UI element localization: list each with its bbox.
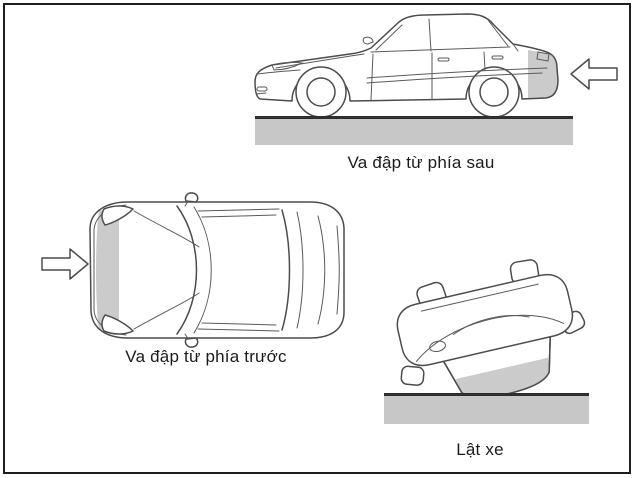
ground-strip bbox=[255, 116, 573, 145]
ground-strip bbox=[384, 393, 589, 424]
caption-rear-impact: Va đập từ phía sau bbox=[347, 153, 495, 172]
sedan-side-view-illustration bbox=[254, 13, 559, 118]
front-impact-shade bbox=[96, 210, 119, 330]
sedan-top-view-illustration bbox=[89, 192, 345, 348]
caption-rollover: Lật xe bbox=[456, 440, 504, 459]
arrow-left-icon bbox=[570, 58, 618, 90]
arrow-right-icon bbox=[41, 248, 89, 280]
page-border-frame bbox=[3, 3, 631, 474]
rear-impact-shade bbox=[528, 50, 558, 99]
scene-rear-impact: Va đập từ phía sau bbox=[250, 6, 622, 178]
scene-rollover: Lật xe bbox=[383, 258, 593, 470]
caption-front-impact: Va đập từ phía trước bbox=[125, 347, 287, 366]
scene-front-impact: Va đập từ phía trước bbox=[28, 192, 384, 377]
overturned-car-illustration bbox=[396, 259, 586, 399]
roof-contact-shade bbox=[455, 357, 550, 398]
